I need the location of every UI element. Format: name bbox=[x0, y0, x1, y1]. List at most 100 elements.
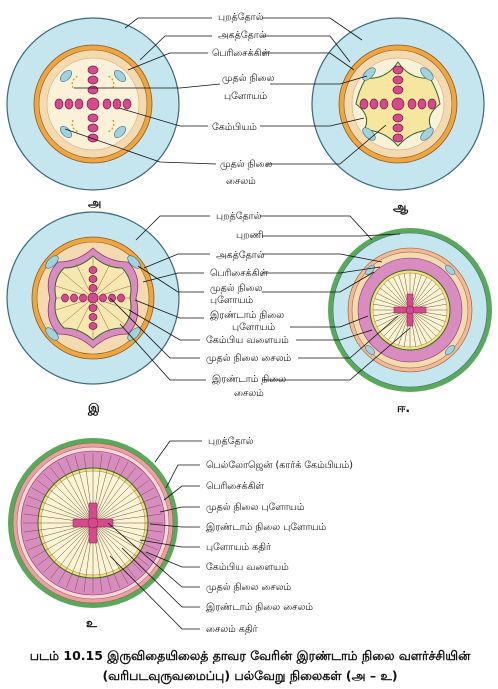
ray-line bbox=[50, 467, 90, 519]
ray-line bbox=[392, 276, 408, 305]
ray-line bbox=[37, 526, 89, 566]
ray-line bbox=[414, 314, 437, 337]
figure-caption-line-1: படம் 10.15 இருவிதையிலைத் தாவர வேரின் இரண… bbox=[29, 648, 471, 663]
label-a-primary-phloem-2: புளோயம் bbox=[224, 91, 267, 102]
panel-a-primary-phloem bbox=[59, 69, 127, 139]
panel-aa-primary-xylem bbox=[359, 65, 437, 143]
ray-line bbox=[25, 504, 88, 522]
ray-line bbox=[98, 495, 158, 521]
ray-line bbox=[97, 526, 149, 566]
ray-line bbox=[383, 314, 406, 337]
label-i-secondary-xylem-1: இரண்டாம் நிலை bbox=[212, 374, 286, 385]
ray-line bbox=[94, 455, 112, 518]
ray-line bbox=[32, 525, 88, 559]
ray-line bbox=[94, 528, 112, 591]
panel-aa-letter: ஆ bbox=[393, 200, 409, 215]
label-a-epidermis: புறத்தோல் bbox=[218, 12, 264, 23]
label-a-endodermis: அகத்தோல் bbox=[218, 30, 267, 41]
panel-u-primary-xylem bbox=[72, 502, 114, 544]
panel-i-letter: இ bbox=[87, 401, 100, 416]
ray-line bbox=[374, 298, 405, 309]
label-a-pericycle: பெரிசைக்கிள் bbox=[212, 48, 270, 59]
ray-line bbox=[97, 527, 143, 573]
label-i-cortex: புறணி bbox=[236, 230, 264, 241]
ray-line bbox=[415, 292, 444, 308]
ray-line bbox=[97, 473, 143, 519]
labels-top: புறத்தோல் அகத்தோல் பெரிசைக்கிள் முதல் நி… bbox=[64, 12, 409, 215]
ray-line bbox=[98, 524, 161, 542]
label-u-primary-phloem: முதல் நிலை புளோயம் bbox=[206, 502, 305, 513]
ray-line bbox=[398, 315, 409, 346]
ray-line bbox=[414, 283, 437, 306]
label-a-primary-phloem-1: முதல் நிலை bbox=[222, 73, 274, 84]
label-u-cambium-ring: கேம்பிய வளையம் bbox=[206, 562, 289, 573]
panel-ii-rays bbox=[373, 273, 447, 347]
panel-i-primary-xylem bbox=[61, 266, 125, 330]
panel-i-primary-phloem bbox=[45, 255, 141, 341]
ray-line bbox=[414, 313, 441, 332]
ray-line bbox=[43, 473, 89, 519]
label-u-phloem-ray: புளோயம் கதிர் bbox=[206, 542, 272, 553]
ray-line bbox=[98, 487, 154, 521]
panel-a-primary-xylem bbox=[54, 65, 132, 143]
ray-line bbox=[28, 525, 88, 551]
ray-line bbox=[95, 528, 121, 588]
ray-line bbox=[97, 480, 149, 520]
ray-line bbox=[98, 504, 161, 522]
ray-line bbox=[379, 288, 406, 307]
panel-a-cambium-arcs bbox=[71, 75, 115, 133]
ray-line bbox=[74, 455, 92, 518]
ray-line bbox=[398, 274, 409, 305]
labels-bottom: புறத்தோல் பெல்லோஜென் (கார்க் கேம்பியம்) … bbox=[86, 436, 353, 635]
label-i-cambium-ring: கேம்பிய வளையம் bbox=[206, 335, 289, 346]
ray-line bbox=[374, 311, 405, 322]
label-u-secondary-phloem: இரண்டாம் நிலை புளோயம் bbox=[206, 522, 327, 533]
figure-caption-line-2: (வரிபடவுருவமைப்பு) பல்வேறு நிலைகள் (அ – … bbox=[102, 668, 398, 683]
ray-line bbox=[96, 467, 136, 519]
ray-line bbox=[388, 314, 407, 341]
panel-aa-primary-phloem bbox=[362, 67, 434, 141]
ray-line bbox=[413, 279, 432, 306]
panel-ii bbox=[328, 228, 492, 392]
panel-a-letter: அ bbox=[88, 196, 101, 210]
label-a-cambium: கேம்பியம் bbox=[212, 122, 257, 133]
panel-i bbox=[6, 211, 180, 385]
ray-line bbox=[98, 525, 154, 559]
label-u-secondary-xylem: இரண்டாம் நிலை சைலம் bbox=[206, 602, 313, 613]
ray-line bbox=[95, 462, 129, 518]
label-u-primary-xylem: முதல் நிலை சைலம் bbox=[206, 582, 292, 593]
label-a-primary-xylem-1: முதல் நிலை bbox=[220, 159, 272, 170]
label-i-epidermis: புறத்தோல் bbox=[216, 211, 262, 222]
ray-line bbox=[74, 528, 92, 591]
ray-line bbox=[376, 312, 405, 328]
ray-line bbox=[414, 288, 441, 307]
label-u-phellogen: பெல்லோஜென் (கார்க் கேம்பியம்) bbox=[206, 460, 353, 471]
labels-middle: புறத்தோல் புறணி அகத்தோல் பெரிசைக்கிள் மு… bbox=[87, 211, 411, 416]
ray-line bbox=[95, 528, 129, 584]
ray-line bbox=[412, 276, 428, 305]
ray-line bbox=[415, 312, 444, 328]
panel-ii-primary-xylem bbox=[393, 293, 427, 327]
ray-line bbox=[96, 527, 136, 579]
ray-line bbox=[65, 458, 91, 518]
label-i-endodermis: அகத்தோல் bbox=[216, 250, 265, 261]
ray-line bbox=[379, 313, 406, 332]
ray-line bbox=[98, 525, 158, 551]
ray-line bbox=[37, 480, 89, 520]
ray-line bbox=[28, 495, 88, 521]
ray-line bbox=[43, 527, 89, 573]
panel-ii-letter: ஈ. bbox=[397, 401, 410, 415]
label-a-primary-xylem-2: சைலம் bbox=[226, 176, 256, 187]
panel-u bbox=[8, 438, 178, 608]
ray-line bbox=[415, 311, 446, 322]
ray-line bbox=[25, 524, 88, 542]
label-i-primary-xylem: முதல் நிலை சைலம் bbox=[206, 353, 292, 364]
label-i-secondary-phloem-1: இரண்டாம் நிலை bbox=[210, 310, 284, 321]
ray-line bbox=[411, 274, 422, 305]
ray-line bbox=[57, 462, 91, 518]
ray-line bbox=[392, 315, 408, 344]
label-i-primary-phloem-2: புளோயம் bbox=[210, 295, 253, 306]
panel-u-rays bbox=[23, 453, 163, 593]
label-i-pericycle: பெரிசைக்கிள் bbox=[210, 268, 268, 279]
